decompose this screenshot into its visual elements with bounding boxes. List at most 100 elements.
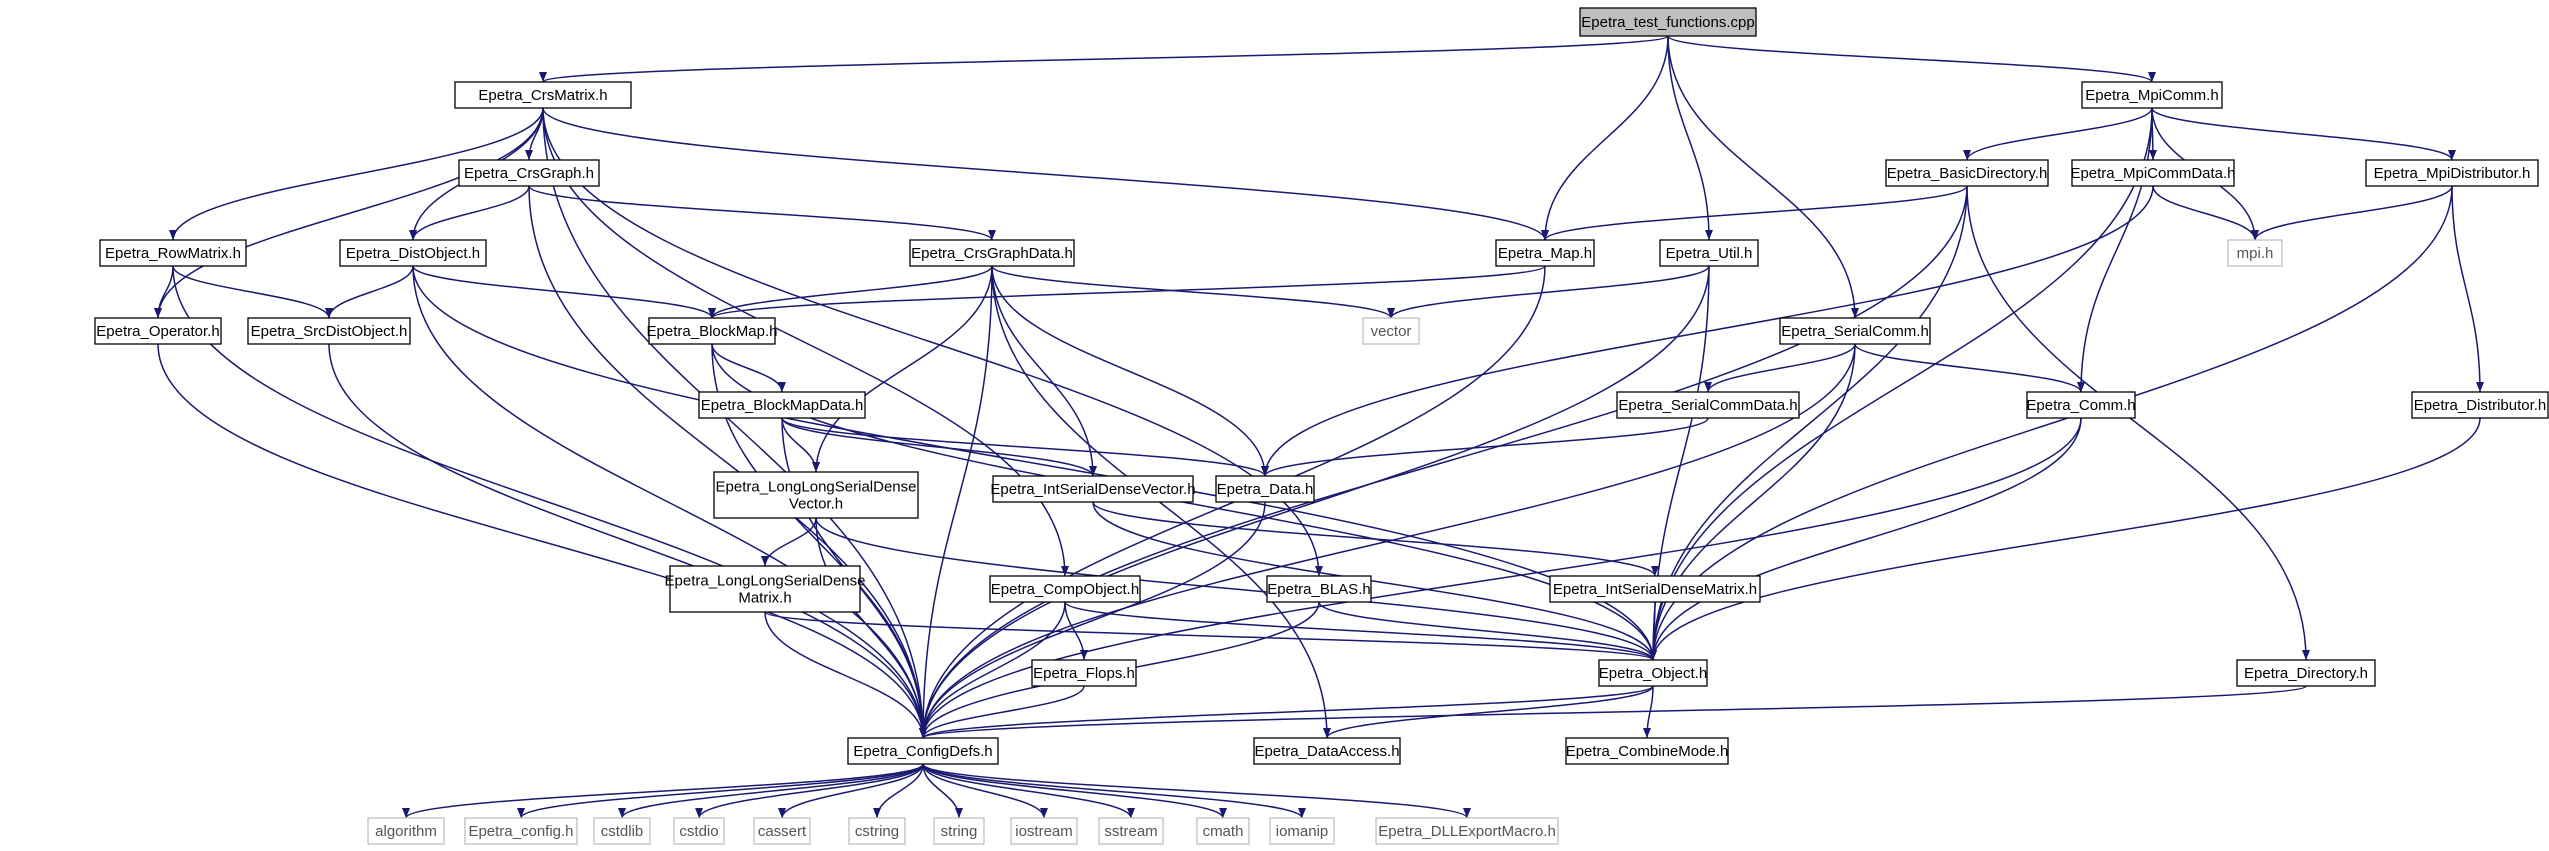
node-label: Epetra_IntSerialDenseVector.h	[990, 481, 1195, 498]
node-label: Epetra_SerialComm.h	[1781, 323, 1929, 340]
node-label: Epetra_CrsMatrix.h	[478, 87, 607, 104]
node-mpicommdata[interactable]: Epetra_MpiCommData.h	[2070, 159, 2236, 187]
node-distobject[interactable]: Epetra_DistObject.h	[339, 239, 487, 267]
edge-configdefs-to-iomanip	[922, 763, 1306, 819]
node-box	[454, 81, 632, 109]
node-mpicomm[interactable]: Epetra_MpiComm.h	[2081, 81, 2223, 109]
node-label: Epetra_DataAccess.h	[1254, 743, 1399, 760]
node-label: Epetra_Comm.h	[2026, 397, 2135, 414]
edge-llsdv-to-llsdm	[761, 517, 817, 567]
edge-compobject-to-configdefs	[919, 601, 1066, 739]
edge-rowmatrix-to-srcdist	[172, 265, 333, 319]
node-string[interactable]: string	[933, 817, 985, 845]
node-blas[interactable]: Epetra_BLAS.h	[1266, 575, 1372, 603]
edge-mpicommdata-to-data	[1261, 185, 2154, 477]
node-label: Epetra_Object.h	[1599, 665, 1707, 682]
edge-crsgraphdata-to-configdefs	[919, 265, 993, 739]
edge-basicdir-to-directory	[1966, 185, 2310, 661]
node-iomanip[interactable]: iomanip	[1269, 817, 1335, 845]
node-operator[interactable]: Epetra_Operator.h	[94, 317, 222, 345]
node-box	[464, 817, 578, 845]
node-dataaccess[interactable]: Epetra_DataAccess.h	[1253, 737, 1401, 765]
node-label: Epetra_SerialCommData.h	[1618, 397, 1797, 414]
node-cstring[interactable]: cstring	[848, 817, 906, 845]
node-object[interactable]: Epetra_Object.h	[1598, 659, 1708, 687]
node-crsgraph[interactable]: Epetra_CrsGraph.h	[458, 159, 600, 187]
node-box	[698, 391, 866, 419]
node-compobject[interactable]: Epetra_CompObject.h	[989, 575, 1141, 603]
node-dllexport[interactable]: Epetra_DLLExportMacro.h	[1375, 817, 1559, 845]
node-iostream[interactable]: iostream	[1010, 817, 1078, 845]
node-cstdio[interactable]: cstdio	[673, 817, 725, 845]
edge-llsdm-to-configdefs	[764, 611, 927, 739]
node-algorithm[interactable]: algorithm	[367, 817, 445, 845]
node-srcdist[interactable]: Epetra_SrcDistObject.h	[247, 317, 411, 345]
edge-configdefs-to-iostream	[922, 763, 1048, 819]
node-comm[interactable]: Epetra_Comm.h	[2026, 391, 2136, 419]
node-rowmatrix[interactable]: Epetra_RowMatrix.h	[99, 239, 247, 267]
edge-configdefs-to-algorithm	[402, 763, 924, 819]
node-box	[1549, 575, 1761, 603]
edge-crsgraphdata-to-data	[991, 265, 1269, 477]
node-cstdlib[interactable]: cstdlib	[593, 817, 651, 845]
edge-mpicomm-to-object	[1649, 107, 2153, 661]
node-blockmap[interactable]: Epetra_BlockMap.h	[647, 317, 778, 345]
edge-configdefs-to-cstdlib	[618, 763, 924, 819]
node-epconfig[interactable]: Epetra_config.h	[464, 817, 578, 845]
node-box	[1616, 391, 1800, 419]
node-sstream[interactable]: sstream	[1098, 817, 1164, 845]
edge-llsdm-to-object	[764, 611, 1657, 661]
edge-operator-to-configdefs	[157, 343, 927, 739]
node-crsmatrix[interactable]: Epetra_CrsMatrix.h	[454, 81, 632, 109]
edge-comm-to-object	[1649, 417, 2082, 661]
node-label: Epetra_MpiDistributor.h	[2374, 165, 2531, 182]
node-label: Epetra_Directory.h	[2244, 665, 2368, 682]
node-box	[1375, 817, 1559, 845]
node-util[interactable]: Epetra_Util.h	[1659, 239, 1759, 267]
node-label: cstring	[855, 823, 899, 840]
node-serialcommdata[interactable]: Epetra_SerialCommData.h	[1616, 391, 1800, 419]
node-box	[2026, 391, 2136, 419]
node-intsdm[interactable]: Epetra_IntSerialDenseMatrix.h	[1549, 575, 1761, 603]
node-serialcomm[interactable]: Epetra_SerialComm.h	[1779, 317, 1931, 345]
node-blockmapdata[interactable]: Epetra_BlockMapData.h	[698, 391, 866, 419]
node-box	[1031, 659, 1137, 687]
edge-crsmatrix-to-configdefs	[542, 107, 927, 739]
edge-object-to-dataaccess	[1323, 685, 1654, 739]
edge-crsmatrix-to-rowmatrix	[169, 107, 544, 241]
node-label: Epetra_Flops.h	[1033, 665, 1135, 682]
node-cmath[interactable]: cmath	[1196, 817, 1250, 845]
node-label: vector	[1371, 323, 1412, 340]
node-configdefs[interactable]: Epetra_ConfigDefs.h	[847, 737, 999, 765]
node-box	[2227, 239, 2283, 267]
node-mpidist[interactable]: Epetra_MpiDistributor.h	[2365, 159, 2539, 187]
edge-configdefs-to-cmath	[922, 763, 1227, 819]
edge-mpidist-to-object	[1649, 185, 2453, 661]
edge-root-to-crsmatrix	[539, 35, 1669, 83]
node-crsgraphdata[interactable]: Epetra_CrsGraphData.h	[909, 239, 1075, 267]
node-data[interactable]: Epetra_Data.h	[1215, 475, 1315, 503]
node-map[interactable]: Epetra_Map.h	[1495, 239, 1595, 267]
node-label: Epetra_Util.h	[1666, 245, 1753, 262]
node-label: algorithm	[375, 823, 437, 840]
node-label: Epetra_SrcDistObject.h	[251, 323, 408, 340]
node-vector[interactable]: vector	[1362, 317, 1420, 345]
node-cassert[interactable]: cassert	[753, 817, 811, 845]
node-box	[1098, 817, 1164, 845]
node-root[interactable]: Epetra_test_functions.cpp	[1579, 7, 1757, 37]
edge-mpicomm-to-basicdir	[1963, 107, 2153, 161]
node-combinemode[interactable]: Epetra_CombineMode.h	[1565, 737, 1729, 765]
node-flops[interactable]: Epetra_Flops.h	[1031, 659, 1137, 687]
node-directory[interactable]: Epetra_Directory.h	[2236, 659, 2376, 687]
edge-crsgraphdata-to-vector	[991, 265, 1395, 319]
node-distributor[interactable]: Epetra_Distributor.h	[2411, 391, 2549, 419]
node-box	[648, 317, 776, 345]
node-mpih[interactable]: mpi.h	[2227, 239, 2283, 267]
edge-crsgraphdata-to-intsdv	[991, 265, 1097, 477]
node-intsdv[interactable]: Epetra_IntSerialDenseVector.h	[990, 475, 1196, 503]
edge-serialcomm-to-serialcommdata	[1704, 343, 1856, 393]
node-basicdir[interactable]: Epetra_BasicDirectory.h	[1885, 159, 2049, 187]
